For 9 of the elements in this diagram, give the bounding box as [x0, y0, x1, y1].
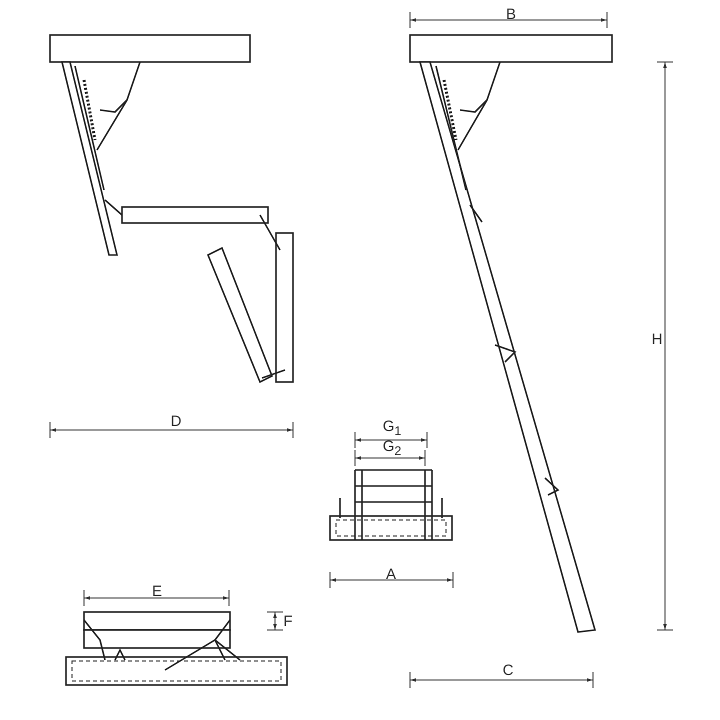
dimension-label: D — [170, 414, 182, 430]
dimension-label: F — [283, 614, 293, 630]
dimension-label: E — [152, 584, 162, 600]
dimension-label: A — [386, 567, 396, 583]
dimension-label: H — [652, 332, 662, 348]
dimension-label: G$_{1}$ — [382, 419, 402, 439]
dimension-label: G$_{2}$ — [382, 439, 402, 459]
dimension-label: C — [502, 663, 514, 679]
dimension-label: B — [506, 7, 516, 23]
